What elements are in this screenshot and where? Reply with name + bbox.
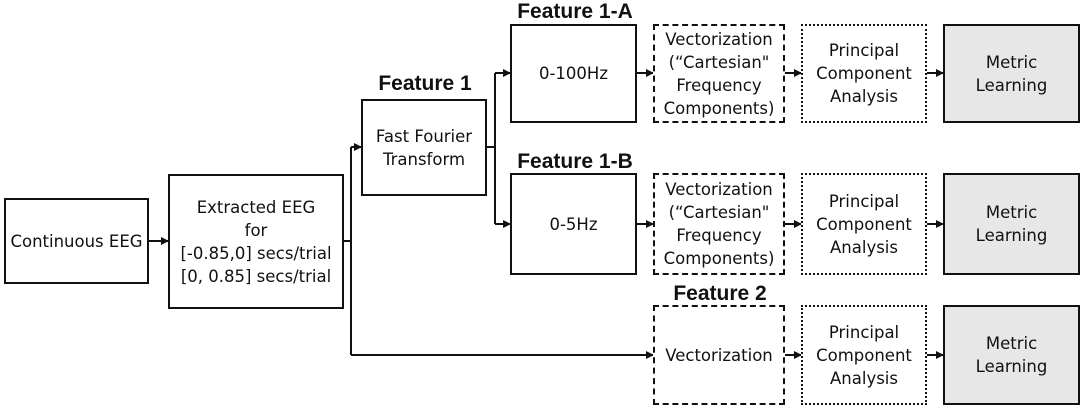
node-vectorization-1a: Vectorization (“Cartesian" Frequency Com… <box>653 24 785 123</box>
node-metric-learning-1a: Metric Learning <box>943 24 1080 123</box>
label-feature-1a: Feature 1-A <box>517 0 633 23</box>
node-extracted-eeg: Extracted EEG for [-0.85,0] secs/trial [… <box>168 174 344 309</box>
node-metric-learning-1b: Metric Learning <box>943 173 1080 275</box>
label-feature-1: Feature 1 <box>378 72 472 95</box>
node-vectorization-2: Vectorization <box>653 305 785 405</box>
node-metric-learning-2: Metric Learning <box>943 305 1080 405</box>
node-band-0-5hz: 0-5Hz <box>510 173 637 275</box>
label-feature-2: Feature 2 <box>673 282 767 305</box>
node-vectorization-1b: Vectorization (“Cartesian" Frequency Com… <box>653 173 785 275</box>
label-feature-1b: Feature 1-B <box>517 150 633 173</box>
node-pca-1b: Principal Component Analysis <box>801 173 927 275</box>
node-continuous-eeg: Continuous EEG <box>4 198 149 284</box>
node-pca-2: Principal Component Analysis <box>801 305 927 405</box>
node-band-0-100hz: 0-100Hz <box>510 24 637 123</box>
node-fast-fourier-transform: Fast Fourier Transform <box>361 99 487 196</box>
node-pca-1a: Principal Component Analysis <box>801 24 927 123</box>
